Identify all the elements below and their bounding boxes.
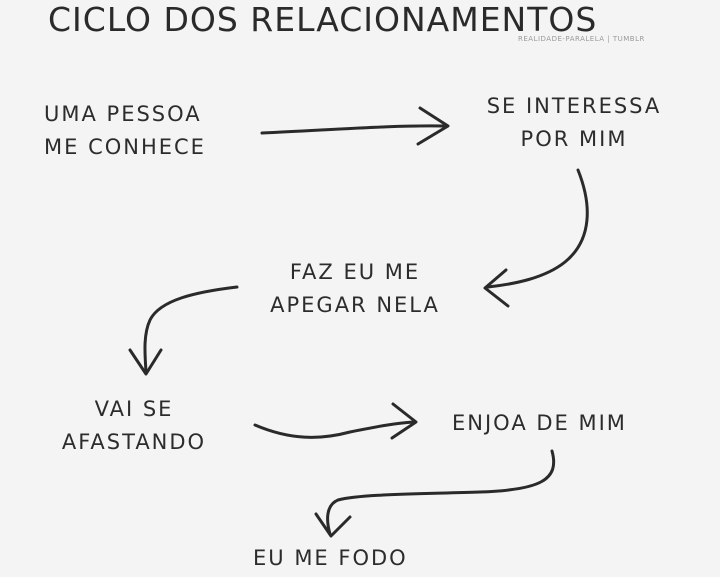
step-4-line-2: AFASTANDO [61,429,207,454]
arrow-2-to-3 [483,168,589,308]
step-1-line-2: ME CONHECE [44,134,206,159]
step-3: FAZ EU ME APEGAR NELA [255,256,455,321]
step-6-line-1: EU ME FODO [253,546,408,570]
arrow-1-to-2 [260,106,450,146]
step-2: SE INTERESSA POR MIM [474,90,674,155]
step-4: VAI SE AFASTANDO [48,393,220,458]
step-3-line-1: FAZ EU ME [289,260,421,284]
step-5: ENJOA DE MIM [452,407,627,440]
step-6: EU ME FODO [253,542,408,575]
step-1-line-1: UMA PESSOA [44,102,202,126]
step-3-line-2: APEGAR NELA [270,292,440,317]
watermark: REALIDADE-PARALELA | TUMBLR [518,35,645,43]
step-1: UMA PESSOA ME CONHECE [44,98,206,163]
step-2-line-1: SE INTERESSA [486,94,662,118]
step-5-line-1: ENJOA DE MIM [452,411,627,435]
page-title: CICLO DOS RELACIONAMENTOS [48,0,598,39]
step-4-line-1: VAI SE [94,397,174,421]
arrow-5-to-6 [314,449,556,538]
arrow-3-to-4 [128,285,239,376]
arrow-4-to-5 [253,402,418,440]
step-2-line-2: POR MIM [520,126,628,151]
